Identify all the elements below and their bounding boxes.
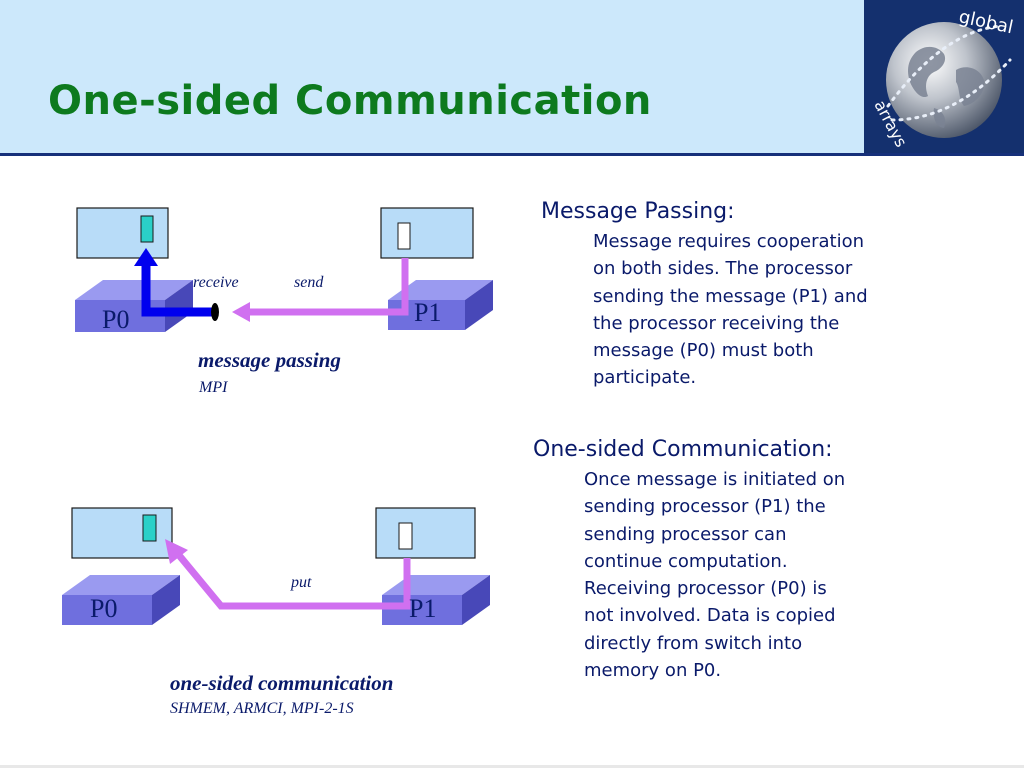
p1-label: P1 [409,594,437,623]
message-passing-heading: Message Passing: [541,199,735,224]
text-line: continue computation. [584,550,788,572]
text-line: participate. [593,367,697,389]
message-passing-text: Message Passing: Message requires cooper… [541,199,868,392]
one-sided-caption: one-sided communication [170,671,394,695]
p1-node [388,280,493,330]
title-banner: One-sided Communication [0,0,864,153]
p1-label: P1 [414,298,442,327]
p0-label: P0 [102,305,130,334]
send-label: send [294,274,324,291]
send-arrow [232,258,409,322]
text-line: Once message is initiated on [584,469,846,490]
p1-buffer [397,222,411,250]
footer-divider [0,765,1024,768]
text-line: sending the message (P1) and [593,285,868,307]
receive-label: receive [193,274,239,291]
p0-screen [71,507,173,559]
text-line: sending processor (P1) the [584,496,826,518]
p0-node [62,575,180,625]
text-line: directly from switch into [584,632,803,654]
receive-arrow [134,248,219,321]
one-sided-diagram: P0 P1 put one-sided communication SHMEM,… [0,490,520,730]
put-arrow [165,539,411,610]
one-sided-text: One-sided Communication: Once message is… [533,437,845,684]
message-passing-body: Message requires cooperation on both sid… [593,228,868,392]
p0-buffer [140,215,154,243]
text-line: not involved. Data is copied [584,605,836,627]
one-sided-body: Once message is initiated on sending pro… [584,466,845,684]
global-arrays-logo: global arrays [864,0,1024,153]
one-sided-heading: One-sided Communication: [533,437,833,462]
message-passing-caption: message passing [198,348,341,372]
message-passing-graphic [75,207,493,332]
text-line: message (P0) must both [593,340,814,362]
text-line: Receiving processor (P0) is [584,578,827,600]
text-line: Message requires cooperation [593,231,865,252]
put-label: put [291,574,312,591]
text-line: memory on P0. [584,660,722,682]
p0-buffer [142,514,157,542]
one-sided-subcaption: SHMEM, ARMCI, MPI-2-1S [170,700,354,717]
message-passing-subcaption: MPI [199,379,228,396]
text-line: the processor receiving the [593,312,840,334]
p1-buffer [398,522,413,550]
p0-node [75,280,193,332]
text-line: on both sides. The processor [593,258,853,280]
slide-title: One-sided Communication [48,78,652,124]
p0-label: P0 [90,594,118,623]
message-passing-diagram: P0 P1 receive send message passing MPI [0,190,520,420]
p1-screen [375,507,476,559]
header-divider [0,153,1024,156]
one-sided-graphic [62,507,490,625]
p0-screen [76,207,169,259]
p1-screen [380,207,474,259]
globe-icon: global arrays [864,0,1024,153]
text-line: sending processor can [584,523,787,545]
